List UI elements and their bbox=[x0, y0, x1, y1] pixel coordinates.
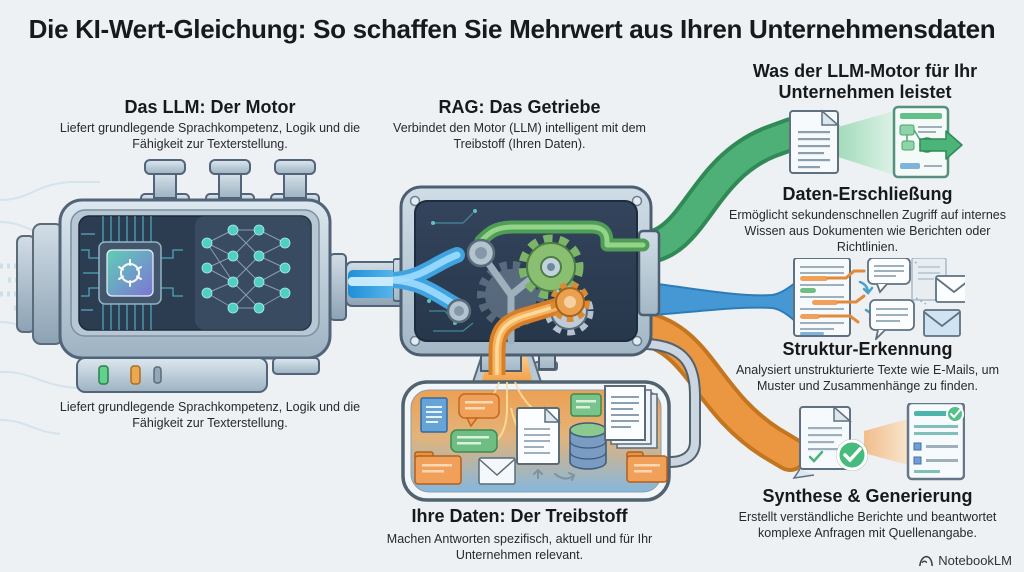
verified-document-icon bbox=[792, 405, 868, 479]
green-note-icon bbox=[450, 429, 498, 453]
chat-bubble-icon-2 bbox=[869, 299, 915, 340]
stacked-documents-icon bbox=[604, 385, 658, 449]
synthesis-icons bbox=[792, 403, 965, 481]
rag-section-heading: RAG: Das Getriebe bbox=[438, 97, 601, 117]
circuit-traces bbox=[81, 216, 183, 330]
source-document-icon bbox=[789, 109, 840, 174]
notebooklm-logo-text: NotebookLM bbox=[938, 553, 1012, 568]
benefit-1-heading: Daten-Erschließung bbox=[782, 184, 953, 204]
orange-gear-icon bbox=[550, 282, 590, 322]
notebooklm-logo-icon bbox=[919, 555, 934, 566]
green-pipe bbox=[474, 220, 650, 252]
envelope-outline-icon bbox=[935, 275, 965, 303]
llm-section-description-repeat: Liefert grundlegende Sprachkompetenz, Lo… bbox=[59, 400, 361, 430]
benefit-2-description: Analysiert unstrukturierte Texte wie E-M… bbox=[735, 363, 1000, 393]
flow-arrows bbox=[533, 468, 576, 481]
llm-motor-illustration bbox=[16, 159, 425, 393]
benefit-3-description: Erstellt verständliche Berichte und bean… bbox=[738, 510, 997, 540]
structured-result-icon bbox=[892, 105, 963, 179]
motor-status-lights bbox=[76, 357, 320, 393]
data-access-icons bbox=[789, 105, 963, 179]
envelope-icon bbox=[478, 457, 516, 485]
notebooklm-branding: NotebookLM bbox=[918, 553, 1012, 568]
orange-fuel-pipe bbox=[488, 296, 570, 375]
llm-section-description: Liefert grundlegende Sprachkompetenz, Lo… bbox=[59, 121, 361, 151]
green-sticky-icon bbox=[570, 393, 602, 417]
rag-section-description: Verbindet den Motor (LLM) intelligent mi… bbox=[393, 121, 646, 151]
chat-bubble-icon bbox=[867, 258, 911, 294]
structure-detection-icons bbox=[793, 258, 965, 340]
neural-network-icon bbox=[201, 224, 291, 314]
orange-chat-bubble-icon bbox=[458, 393, 500, 428]
fuel-section-description: Machen Antworten spezifisch, aktuell und… bbox=[386, 532, 653, 562]
database-icon bbox=[569, 422, 607, 470]
blue-document-icon bbox=[420, 397, 448, 433]
green-arrow-icon bbox=[919, 130, 963, 160]
output-flow-ribbons bbox=[624, 117, 809, 472]
motor-top-pipes bbox=[140, 159, 320, 207]
benefit-3-heading: Synthese & Generierung bbox=[762, 486, 973, 506]
orange-folder-icon-2 bbox=[626, 451, 668, 483]
llm-section-heading: Das LLM: Der Motor bbox=[124, 97, 296, 117]
return-pipe bbox=[641, 338, 701, 468]
rag-gearbox-illustration bbox=[393, 185, 661, 375]
page-title: Die KI-Wert-Gleichung: So schaffen Sie M… bbox=[28, 14, 996, 44]
annotated-document-icon bbox=[793, 258, 851, 337]
check-icon bbox=[843, 447, 862, 463]
benefit-1-description: Ermöglicht sekundenschnellen Zugriff auf… bbox=[728, 208, 1006, 254]
benefits-heading: Was der LLM-Motor für Ihr Unternehmen le… bbox=[752, 61, 978, 102]
highlight-connectors bbox=[818, 269, 866, 324]
green-gear-icon bbox=[518, 234, 584, 300]
benefit-2-heading: Struktur-Erkennung bbox=[782, 339, 953, 359]
envelope-filled-icon bbox=[923, 309, 961, 337]
report-document-icon bbox=[906, 403, 965, 481]
white-document-icon bbox=[516, 406, 561, 465]
fuel-section-heading: Ihre Daten: Der Treibstoff bbox=[411, 506, 628, 526]
orange-folder-icon bbox=[414, 451, 462, 485]
ai-chip-icon bbox=[98, 241, 162, 305]
